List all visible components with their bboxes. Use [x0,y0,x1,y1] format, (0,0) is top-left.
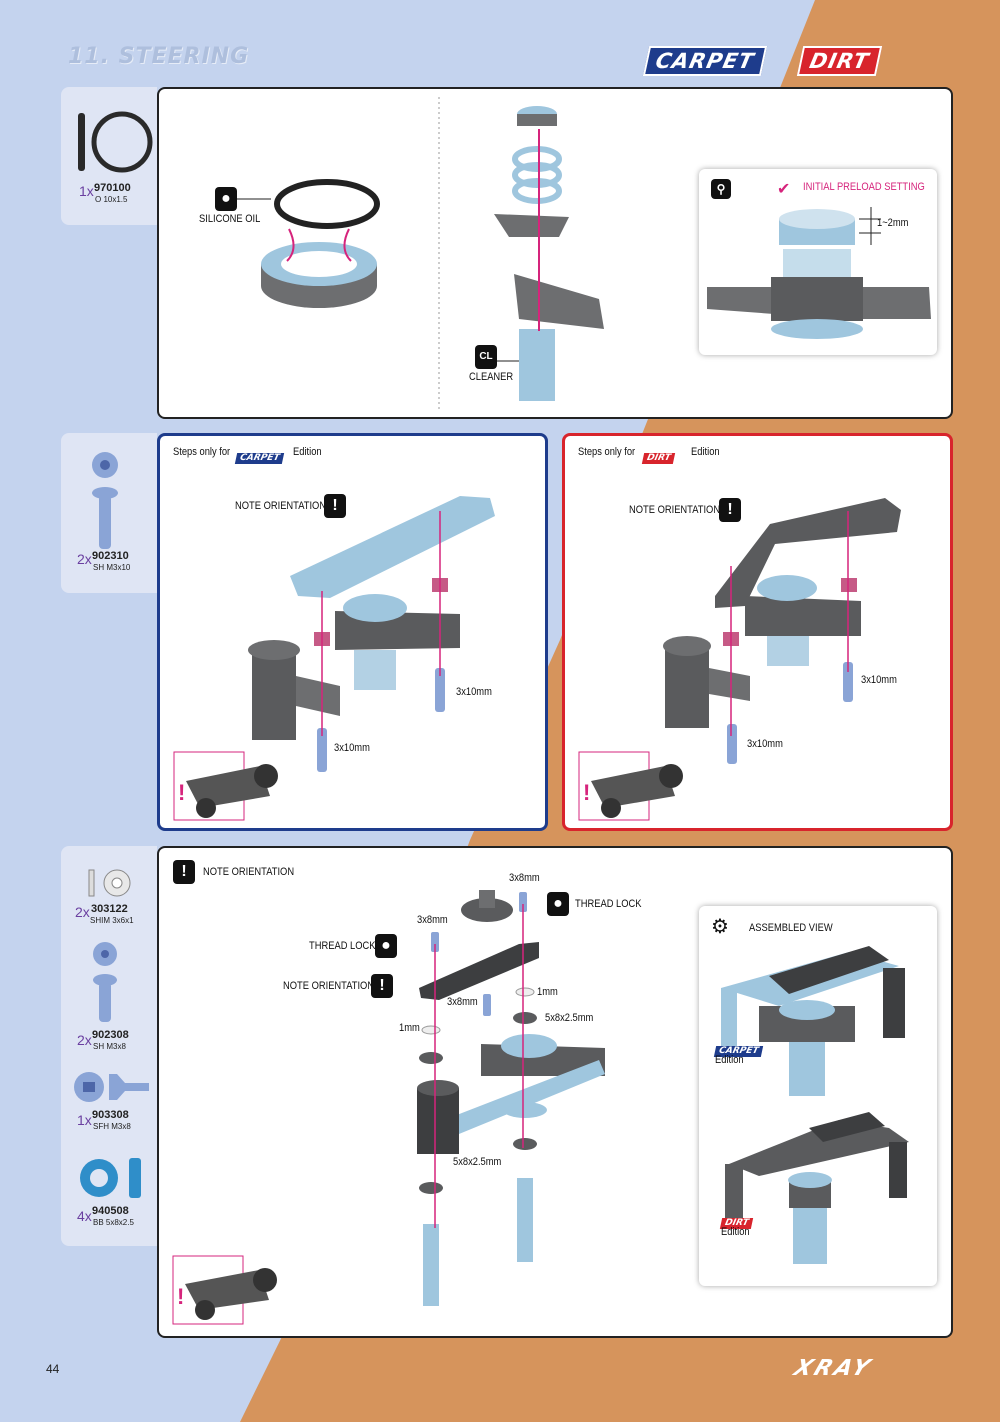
part-qty: 1x [79,183,94,199]
preload-diagram [707,207,931,339]
part-desc: SH M3x10 [93,563,131,572]
edition-label: Edition [293,446,322,458]
step1-parts-list: 1x 970100 O 10x1.5 [61,87,157,225]
gears-icon: ⚙ [711,916,729,938]
brand-logo: XRAY [790,1356,876,1381]
shim-part-icon [88,869,131,897]
bearing-size-label: 5x8x2.5mm [453,1156,502,1168]
assembled-view-diagram [721,946,909,1264]
preload-detail-inset: ⚲ ✔ INITIAL PRELOAD SETTING 1~2mm [699,169,937,355]
part-desc: O 10x1.5 [95,195,128,204]
oring-part-icon [78,111,153,173]
screw-size-label: 3x10mm [747,738,783,750]
dirt-steering-diagram [578,498,901,821]
cleaner-icon: CL [475,345,497,369]
steps-only-for-label: Steps only for [173,446,231,458]
carpet-steering-diagram [173,496,495,821]
warning-exclamation-icon: ! [177,1284,185,1309]
exclamation-icon: ! [719,498,741,522]
part-qty: 1x [77,1112,92,1128]
part-qty: 4x [77,1208,92,1224]
part-qty: 2x [77,1032,92,1048]
thread-lock-label: THREAD LOCK [309,940,376,952]
part-qty: 2x [77,551,92,567]
flat-head-screw-icon [74,1072,149,1102]
part-number: 970100 [94,182,131,194]
screw-size-label: 3x10mm [861,674,897,686]
dirt-edition-badge: DIRT [796,46,882,76]
note-orientation-label: NOTE ORIENTATION [629,504,721,516]
part-desc: SHIM 3x6x1 [90,916,134,925]
part-desc: SH M3x8 [93,1042,126,1051]
part-desc: SFH M3x8 [93,1122,131,1131]
socket-head-screw-icon [92,452,118,549]
bearing-size-label: 5x8x2.5mm [545,1012,594,1024]
step3-panel: ! NOTE ORIENTATION 3x8mm ● THREAD LOCK 3… [157,846,953,1338]
screw-size-label: 3x10mm [334,742,370,754]
step2-dirt-panel: Steps only for DIRT Edition NOTE ORIENTA… [562,433,953,831]
note-orientation-label: NOTE ORIENTATION [235,500,327,512]
silicone-oil-drop-icon: ● [215,187,237,211]
exclamation-icon: ! [371,974,393,998]
part-number: 303122 [91,903,128,915]
initial-preload-label: INITIAL PRELOAD SETTING [803,181,925,193]
assembled-view-label: ASSEMBLED VIEW [749,922,833,934]
part-number: 903308 [92,1109,129,1121]
note-orientation-label: NOTE ORIENTATION [203,866,295,878]
screw-size-label: 3x10mm [456,686,492,698]
cleaner-label: CLEANER [469,371,514,383]
carpet-edition-badge: CARPET [642,46,768,76]
step2-carpet-panel: Steps only for CARPET Edition NOTE ORIEN… [157,433,548,831]
note-orientation-label: NOTE ORIENTATION [283,980,375,992]
preload-value-label: 1~2mm [877,217,909,229]
page-number: 44 [46,1362,60,1376]
step2-parts-list: 2x 902310 SH M3x10 [61,433,157,593]
steps-only-for-label: Steps only for [578,446,636,458]
step3-parts-list: 2x 303122 SHIM 3x6x1 2x 902308 SH M3x8 1… [61,846,157,1246]
shim-size-label: 1mm [399,1022,420,1034]
exclamation-icon: ! [173,860,195,884]
thread-lock-label: THREAD LOCK [575,898,642,910]
edition-label: Edition [721,1226,750,1238]
part-desc: BB 5x8x2.5 [93,1218,134,1227]
part-number: 940508 [92,1205,129,1217]
silicone-oil-label: SILICONE OIL [199,213,261,225]
ball-bearing-icon [80,1158,141,1198]
warning-exclamation-icon: ! [583,780,591,805]
socket-head-screw-icon [93,942,117,1022]
step1-diagram [215,97,604,411]
edition-label: Edition [691,446,720,458]
part-number: 902308 [92,1029,129,1041]
shim-size-label: 1mm [537,986,558,998]
step3-exploded-diagram [172,890,605,1325]
screw-size-label: 3x8mm [447,996,478,1008]
edition-label: Edition [715,1054,744,1066]
section-title: 11. STEERING [68,44,250,69]
exclamation-icon: ! [324,494,346,518]
thread-lock-drop-icon: ● [547,892,569,916]
thread-lock-drop-icon: ● [375,934,397,958]
step1-panel: ● SILICONE OIL CL CLEANER ⚲ ✔ INITIAL PR… [157,87,953,419]
part-number: 902310 [92,550,129,562]
assembled-view-inset: ⚙ ASSEMBLED VIEW CARPET Edition DIRT Edi… [699,906,937,1286]
warning-exclamation-icon: ! [178,780,186,805]
screw-size-label: 3x8mm [417,914,448,926]
part-qty: 2x [75,904,90,920]
screw-size-label: 3x8mm [509,872,540,884]
checkmark-icon: ✔ [777,181,791,198]
magnifier-icon: ⚲ [711,179,731,199]
